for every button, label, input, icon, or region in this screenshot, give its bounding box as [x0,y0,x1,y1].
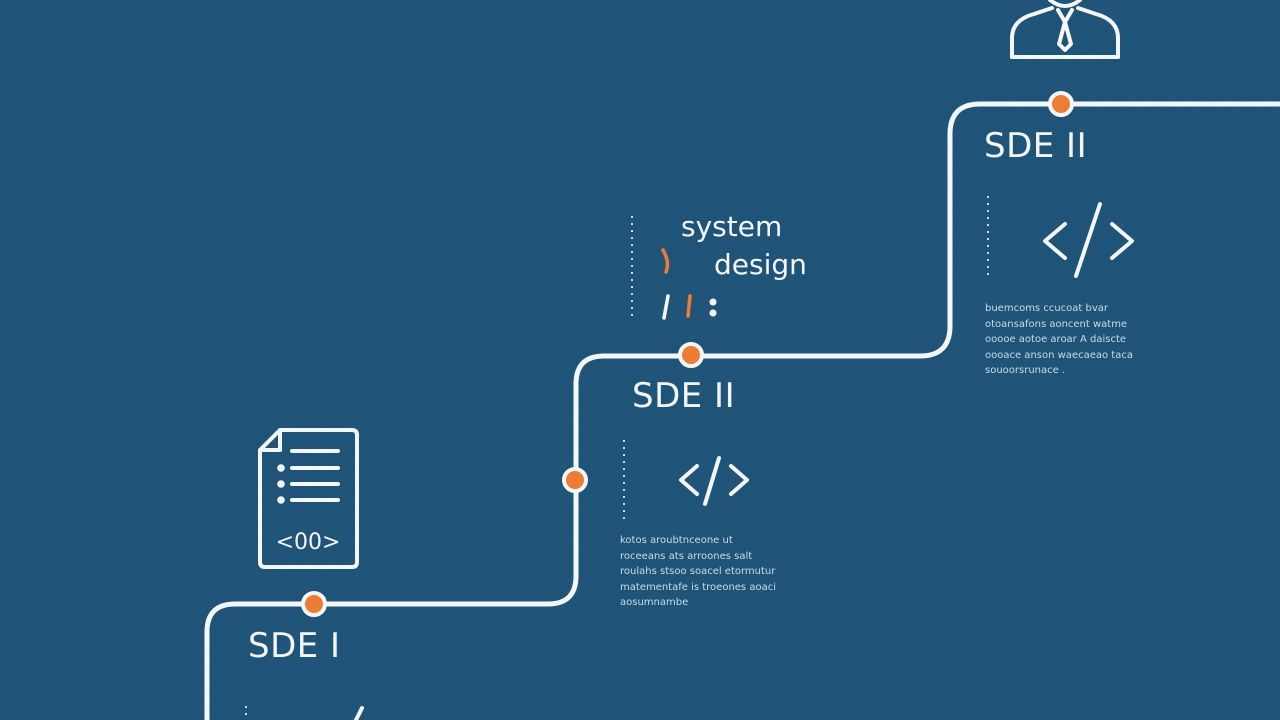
milestone-dot [1048,91,1074,117]
description-line: oooace anson waecaeao taca [985,349,1133,361]
code-brackets-icon [679,456,749,506]
description-line: ooooe aotoe aroar A daiscte [985,334,1127,345]
person-tie-icon [1010,0,1120,59]
annotation-design: design [714,248,807,281]
description-line: aosumnambe [620,597,689,608]
code-brackets-icon [354,706,364,720]
level-title-sde-2-top: SDE II [984,126,1088,166]
description-line: matementafe is troeones aoaci [620,581,776,593]
milestone-dot [562,467,588,493]
description-line: kotos aroubtnceone ut [620,535,733,546]
description-line: buemcoms ccucoat bvar [985,303,1109,314]
career-path-line [204,101,1280,720]
document-code-icon: <00> [258,428,359,569]
level-description: kotos aroubtnceone ut roceeans ats arroo… [620,533,776,611]
description-line: souoorsrunace . [985,365,1066,376]
level-title-sde-2-middle: SDE II [632,376,736,416]
annotation-system: system [681,210,783,243]
level-description: buemcoms ccucoat bvar otoansafons aoncen… [985,301,1133,379]
orange-bracket-marks [661,248,717,320]
milestone-dot [301,591,327,617]
description-line: otoansafons aoncent watme [985,318,1128,330]
description-line: roulahs stsoo soacel etormutur [620,566,776,577]
description-line: roceeans ats arroones salt [620,550,753,562]
milestone-dot [678,342,704,368]
level-title-sde-1: SDE I [248,626,341,666]
code-brackets-icon [1043,202,1134,278]
svg-text:<00>: <00> [276,530,341,555]
